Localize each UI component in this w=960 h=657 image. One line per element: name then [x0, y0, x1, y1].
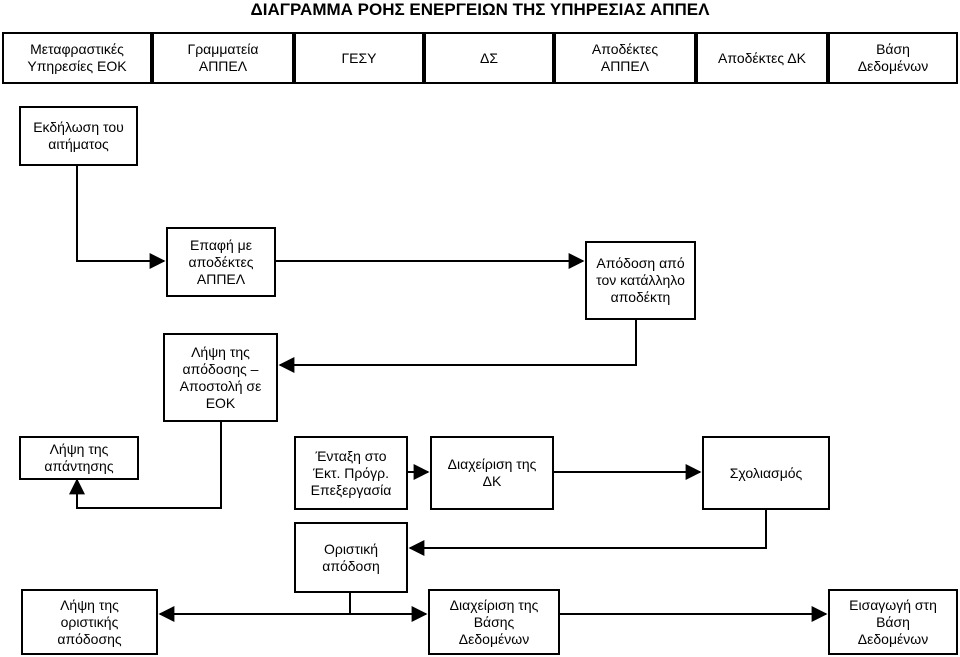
arrow-final-to-final-receipt: [158, 593, 351, 622]
lane-database: Βάση Δεδομένων: [828, 32, 958, 84]
diagram-title: ΔΙΑΓΡΑΜΜΑ ΡΟΗΣ ΕΝΕΡΓΕΙΩΝ ΤΗΣ ΥΠΗΡΕΣΙΑΣ Α…: [250, 0, 710, 19]
step-contact-recipients: Επαφή με αποδέκτες ΑΠΠΕΛ: [166, 227, 276, 297]
step-db-insert: Εισαγωγή στη Βάση Δεδομένων: [828, 589, 958, 655]
lane-gesy: ΓΕΣΥ: [294, 32, 424, 84]
lane-appel-recipients: Αποδέκτες ΑΠΠΕΛ: [554, 32, 696, 84]
step-delivery: Απόδοση από τον κατάλληλο αποδέκτη: [585, 241, 696, 320]
arrow-final-to-db-manage: [349, 593, 428, 622]
step-final-delivery: Οριστική απόδοση: [294, 522, 408, 593]
arrow-comment-to-final: [408, 510, 767, 556]
step-dk-management: Διαχείριση της ΔΚ: [430, 436, 554, 510]
lane-dk-recipients: Αποδέκτες ΔΚ: [696, 32, 828, 84]
step-final-receipt: Λήψη της οριστικής απόδοσης: [21, 589, 158, 655]
arrow-receipt-to-answer: [69, 422, 222, 509]
step-db-management: Διαχείριση της Βάσης Δεδομένων: [428, 589, 560, 655]
arrow-request-to-contact: [76, 166, 166, 269]
step-commenting: Σχολιασμός: [702, 436, 830, 510]
lane-secretariat: Γραμματεία ΑΠΠΕΛ: [152, 32, 294, 84]
step-integration: Ένταξη στο Έκτ. Πρόγρ. Επεξεργασία: [294, 436, 408, 510]
step-answer: Λήψη της απάντησης: [19, 436, 139, 480]
step-receipt-send: Λήψη της απόδοσης – Αποστολή σε ΕΟΚ: [163, 333, 278, 422]
lane-ds: ΔΣ: [424, 32, 554, 84]
step-request: Εκδήλωση του αιτήματος: [19, 106, 138, 166]
lane-translation-services: Μεταφραστικές Υπηρεσίες ΕΟΚ: [2, 32, 152, 84]
arrow-delivery-to-receipt: [278, 320, 637, 373]
